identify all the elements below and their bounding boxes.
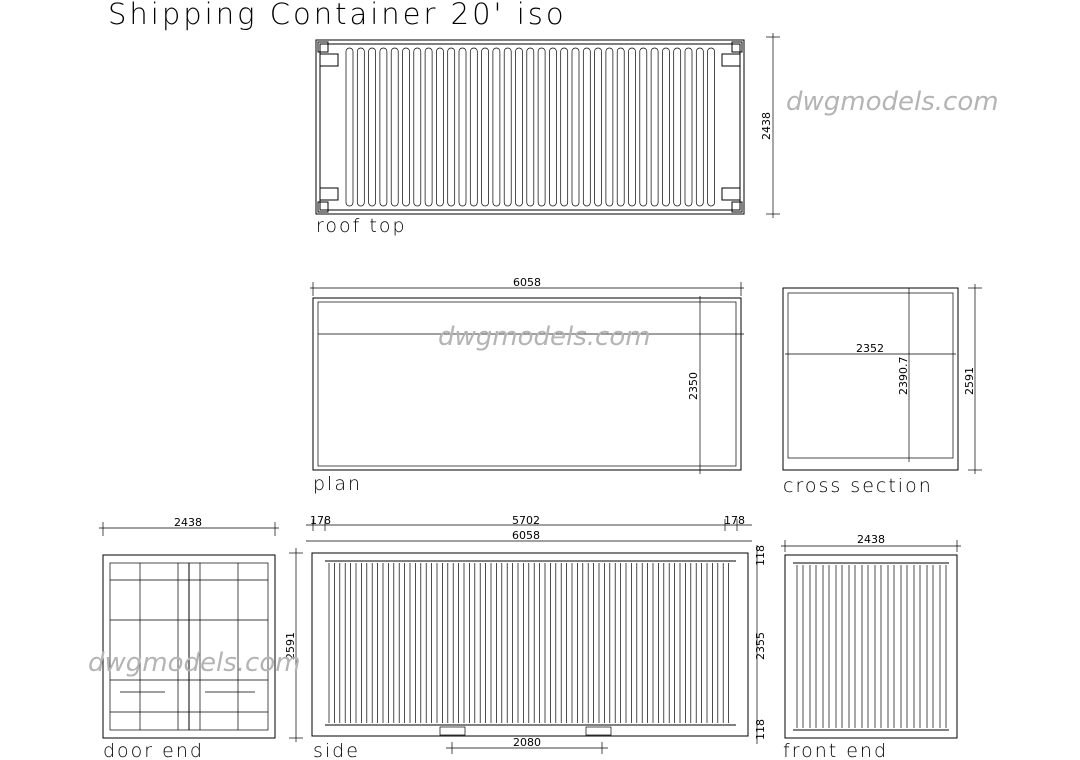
label-side: side [313,740,360,760]
dim-roof-width: 2438 [760,112,773,140]
roof-rib [481,47,489,207]
plan-view: 6058 2350 plan [310,276,744,495]
roof-rib [390,47,399,207]
roof-rib [582,47,591,207]
cross-section-view: 2352 2390.7 2591 cross section [782,284,982,497]
drawing-title: Shipping Container 20' iso [108,0,567,31]
roof-rib [707,47,715,207]
roof-rib [424,47,433,207]
roof-rib [560,47,569,207]
roof-top-view: 2438 roof top [315,33,780,237]
label-door-end: door end [103,740,204,760]
roof-rib [436,47,444,207]
dim-plan-length: 6058 [513,276,541,289]
roof-rib [605,47,614,207]
roof-rib [628,47,636,207]
dim-cross-width: 2352 [856,342,884,355]
dim-side-end-left: 178 [310,514,331,527]
roof-rib [413,47,422,207]
dim-side-panel-height: 2355 [754,632,767,660]
roof-rib [616,47,625,207]
dim-side-rail-bottom: 118 [754,719,767,740]
watermark: dwgmodels.com [786,87,999,117]
corner-casting [317,41,329,53]
front-end-view: 2438 front end [781,533,961,760]
dim-side-inner-length: 5702 [512,514,540,527]
dim-cross-height: 2591 [963,367,976,395]
dim-door-width: 2438 [174,516,202,529]
corner-casting [317,201,329,213]
front-corrugations [796,565,947,728]
roof-rib [368,47,376,207]
roof-rib [594,47,602,207]
roof-rib [650,47,659,207]
dim-plan-width: 2350 [687,372,700,400]
roof-rib [526,47,535,207]
roof-rib [447,47,456,207]
label-cross-section: cross section [783,475,933,497]
dim-side-forklift: 2080 [513,736,541,749]
roof-rib [492,47,501,207]
corner-casting [731,201,743,213]
roof-rib [503,47,512,207]
roof-rib [537,47,546,207]
dim-side-end-right: 178 [724,514,745,527]
label-roof-top: roof top [316,215,407,237]
side-corrugations [328,563,729,723]
watermark: dwgmodels.com [88,648,301,678]
side-view: 178 5702 178 6058 118 2355 118 2080 side [306,514,767,760]
roof-rib [673,47,682,207]
roof-rib [639,47,648,207]
roof-rib [662,47,670,207]
roof-rib [571,47,580,207]
watermark: dwgmodels.com [438,322,651,352]
roof-corrugations [345,47,715,207]
dim-side-rail-top: 118 [754,545,767,566]
dim-side-length: 6058 [512,529,540,542]
roof-rib [515,47,523,207]
roof-rib [458,47,467,207]
label-front-end: front end [783,740,888,760]
dim-door-height: 2591 [284,632,297,660]
dim-cross-inner-height: 2390.7 [897,357,910,396]
roof-rib [345,47,354,207]
door-end-view: 2438 2591 door end [99,516,303,760]
roof-rib [695,47,704,207]
roof-rib [684,47,693,207]
roof-rib [402,47,410,207]
roof-rib [469,47,478,207]
roof-rib [379,47,388,207]
dim-front-width: 2438 [857,533,885,546]
corner-casting [731,41,743,53]
roof-rib [549,47,557,207]
label-plan: plan [313,473,362,495]
roof-rib [356,47,365,207]
